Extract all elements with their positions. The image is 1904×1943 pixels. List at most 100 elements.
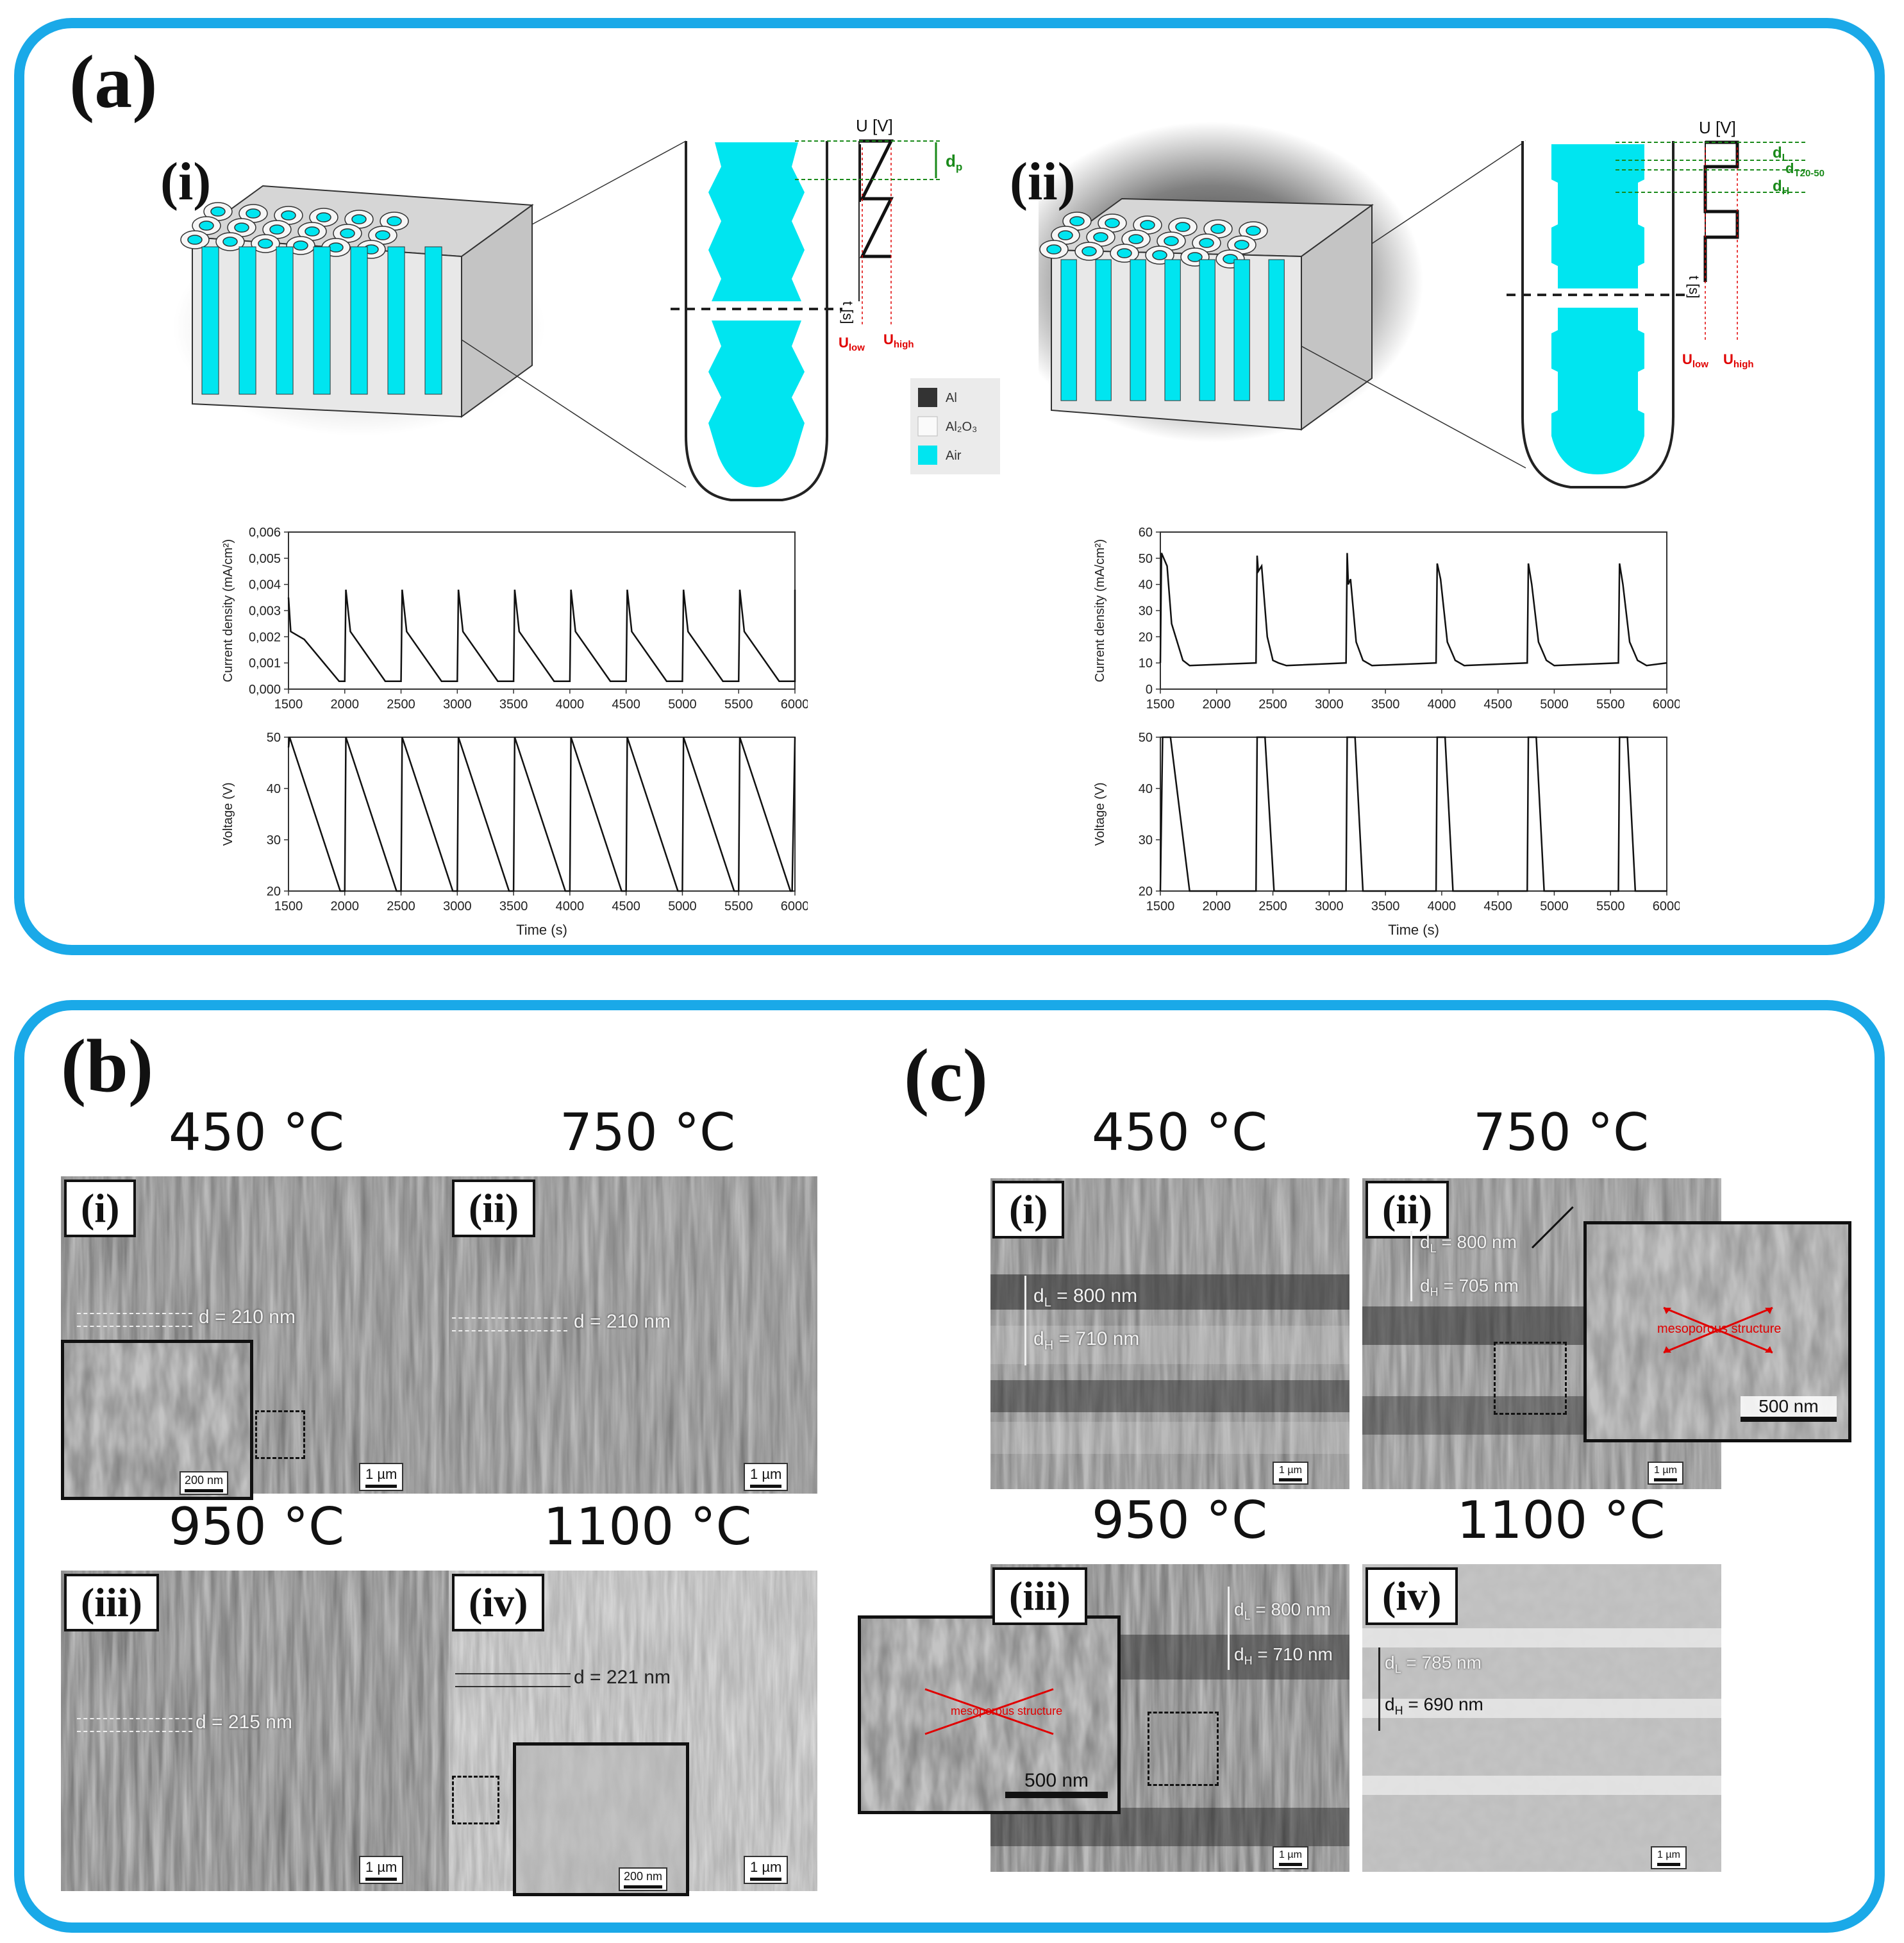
c-inset-scale-ii: 500 nm xyxy=(1741,1396,1837,1422)
b-inset-i: 200 nm xyxy=(61,1340,253,1500)
x-tick-label: 4000 xyxy=(1428,697,1457,712)
plot-frame xyxy=(288,737,796,892)
y-tick-label: 0,003 xyxy=(249,605,281,619)
x-tick-label: 4500 xyxy=(1483,899,1512,913)
u-high-label-i: Uhigh xyxy=(883,331,914,350)
pore-opening xyxy=(1246,226,1261,236)
b-zoom-box-iv xyxy=(452,1776,499,1824)
legend-al2o3: Al₂O₃ xyxy=(946,420,977,434)
x-tick-label: 4500 xyxy=(612,697,640,712)
y-tick-label: 30 xyxy=(1139,833,1153,847)
pore-opening xyxy=(222,237,238,247)
y-tick-label: 0,005 xyxy=(249,552,281,566)
series-line-0 xyxy=(287,589,796,682)
plot-frame xyxy=(1160,737,1667,892)
b-d-iii: d = 215 nm xyxy=(196,1712,292,1733)
c-dl-iv: dL = 785 nm xyxy=(1385,1653,1482,1676)
x-tick-label: 6000 xyxy=(1653,899,1680,913)
series-line-0 xyxy=(287,737,796,892)
b-temp-i: 450 °C xyxy=(169,1103,344,1162)
c-scale-iii: 1 µm xyxy=(1273,1846,1308,1869)
pore-opening xyxy=(293,240,308,251)
dp-label: dp xyxy=(946,151,962,173)
b-d-ii: d = 210 nm xyxy=(574,1311,671,1332)
b-scale-i: 1 µm xyxy=(359,1463,404,1491)
c-label-i: (i) xyxy=(992,1181,1065,1239)
b-d-i: d = 210 nm xyxy=(199,1306,296,1328)
c-temp-iii: 950 °C xyxy=(1092,1490,1267,1550)
c-scale-i: 1 µm xyxy=(1273,1462,1308,1485)
c-temp-i: 450 °C xyxy=(1092,1103,1267,1162)
dl-label-a: dL xyxy=(1773,144,1789,163)
pore-opening xyxy=(1117,248,1132,258)
pore-opening xyxy=(375,230,390,240)
c-inset-note-iii: mesoporous structure xyxy=(951,1705,1063,1717)
x-tick-label: 3000 xyxy=(443,899,472,913)
y-tick-label: 30 xyxy=(1139,605,1153,619)
x-tick-label: 2500 xyxy=(1258,697,1287,712)
pore-column xyxy=(1233,259,1250,401)
x-tick-label: 4000 xyxy=(556,899,585,913)
x-tick-label: 5500 xyxy=(1596,697,1625,712)
x-tick-label: 4000 xyxy=(1428,899,1457,913)
x-tick-label: 2500 xyxy=(1258,899,1287,913)
y-tick-label: 0,001 xyxy=(249,656,281,671)
y-tick-label: 40 xyxy=(1139,782,1153,796)
y-tick-label: 0,004 xyxy=(249,578,281,592)
pore-column xyxy=(313,246,331,395)
pore-opening xyxy=(387,216,402,226)
x-axis-label: Time (s) xyxy=(1388,922,1439,938)
u-axis-label-ii: U [V] xyxy=(1699,118,1736,137)
x-tick-label: 2000 xyxy=(1203,697,1232,712)
b-label-iv: (iv) xyxy=(452,1574,545,1632)
x-tick-label: 5500 xyxy=(1596,899,1625,913)
c-dim-line-ii xyxy=(1410,1231,1412,1301)
c-label-iii: (iii) xyxy=(992,1567,1087,1626)
series-line-0 xyxy=(1159,736,1667,892)
c-dh-iii: dH = 710 nm xyxy=(1234,1644,1333,1667)
x-tick-label: 3500 xyxy=(499,899,528,913)
y-axis-label: Voltage (V) xyxy=(221,783,235,846)
x-tick-label: 5500 xyxy=(724,697,753,712)
pore-column xyxy=(1130,259,1146,401)
pore-opening xyxy=(210,206,226,217)
x-axis-label: Time (s) xyxy=(516,922,567,938)
x-tick-label: 2000 xyxy=(331,899,360,913)
pore-opening xyxy=(351,214,367,224)
c-dim-line-i xyxy=(1024,1276,1026,1365)
pore-opening xyxy=(187,235,203,245)
pore-opening xyxy=(1105,218,1120,228)
x-tick-label: 3000 xyxy=(1315,697,1344,712)
y-tick-label: 10 xyxy=(1139,656,1153,671)
u-high-label-ii: Uhigh xyxy=(1723,351,1754,370)
x-tick-label: 6000 xyxy=(1653,697,1680,712)
schematic-ii: U [V] dL dT20-50 dH t [s] Ulow Uhigh xyxy=(1039,118,1825,488)
c-inset-scale-iii: 500 nm xyxy=(1005,1770,1108,1798)
b-temp-ii: 750 °C xyxy=(560,1103,735,1162)
hex-cells-ii xyxy=(1039,212,1268,269)
x-tick-label: 5000 xyxy=(1540,697,1569,712)
legend-a: Al Al₂O₃ Air xyxy=(910,378,1000,474)
pore-column xyxy=(1199,259,1215,401)
pore-column xyxy=(1095,259,1112,401)
x-tick-label: 4500 xyxy=(1483,697,1512,712)
pore-ii-upper xyxy=(1551,144,1644,288)
y-tick-label: 0,000 xyxy=(249,683,281,697)
b-label-iii: (iii) xyxy=(64,1574,159,1632)
b-d-marker-iii xyxy=(77,1718,192,1732)
c-dh-ii: dH = 705 nm xyxy=(1420,1276,1519,1299)
c-dh-iv: dH = 690 nm xyxy=(1385,1694,1483,1717)
pore-column xyxy=(276,246,294,395)
x-tick-label: 2000 xyxy=(1203,899,1232,913)
pore-i-upper xyxy=(708,142,805,301)
x-tick-label: 3500 xyxy=(1371,899,1400,913)
pore-opening xyxy=(269,224,285,235)
c-dl-i: dL = 800 nm xyxy=(1033,1285,1138,1310)
sem-c-iv xyxy=(1362,1564,1721,1872)
pore-opening xyxy=(316,212,331,222)
x-tick-label: 4500 xyxy=(612,899,640,913)
pore-opening xyxy=(1093,232,1108,242)
